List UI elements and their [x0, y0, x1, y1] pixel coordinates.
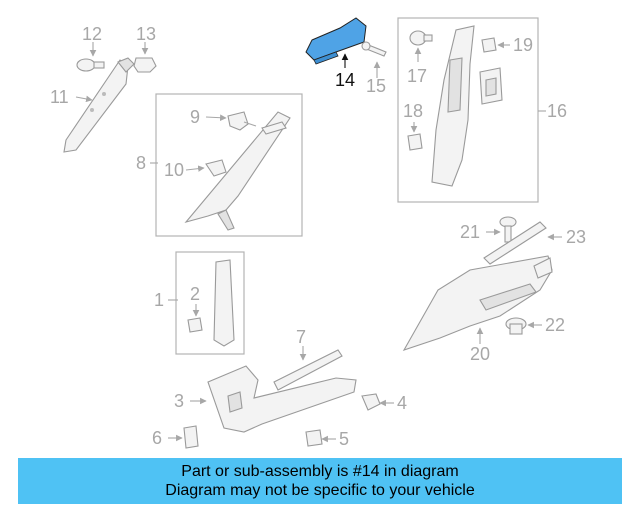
part-2-clip[interactable]	[187, 317, 203, 333]
callout-13: 13	[136, 24, 156, 44]
callout-2: 2	[190, 284, 200, 304]
part-6-pad[interactable]	[183, 425, 199, 449]
banner-line-1: Part or sub-assembly is #14 in diagram	[181, 463, 459, 480]
group-box-8	[155, 93, 303, 237]
group-box-16	[397, 17, 539, 203]
group-box-1	[175, 251, 245, 355]
callout-22: 22	[545, 315, 565, 335]
callout-8: 8	[136, 153, 146, 173]
callout-12: 12	[82, 24, 102, 44]
part-18-clip[interactable]	[407, 133, 423, 151]
callout-11: 11	[50, 87, 69, 107]
part-4-clip[interactable]	[361, 393, 381, 411]
callout-15: 15	[366, 76, 386, 96]
part-8-a-pillar-trim[interactable]	[184, 111, 291, 231]
callout-1: 1	[154, 290, 164, 310]
callout-23: 23	[566, 227, 586, 247]
info-banner: Part or sub-assembly is #14 in diagram D…	[18, 458, 622, 504]
part-22-nut[interactable]	[505, 317, 527, 335]
callout-7: 7	[296, 327, 306, 347]
callout-16: 16	[547, 101, 567, 121]
callout-3: 3	[174, 391, 184, 411]
callout-20: 20	[470, 344, 490, 364]
part-16-b-pillar-trim[interactable]	[431, 25, 503, 187]
part-12-screw[interactable]	[76, 58, 105, 72]
callout-21: 21	[460, 222, 480, 242]
callout-10: 10	[164, 160, 184, 180]
part-11-trim[interactable]	[63, 57, 135, 153]
banner-line-2: Diagram may not be specific to your vehi…	[165, 482, 475, 499]
part-1-trim[interactable]	[213, 259, 235, 347]
part-17-screw[interactable]	[409, 30, 433, 46]
callout-4: 4	[397, 393, 407, 413]
part-14-highlighted[interactable]	[305, 17, 367, 65]
callout-14: 14	[335, 70, 355, 90]
callout-18: 18	[403, 101, 423, 121]
part-20-rear-trim[interactable]	[402, 255, 553, 351]
callout-9: 9	[190, 107, 200, 127]
part-23-strip[interactable]	[483, 221, 547, 265]
part-19-plug[interactable]	[481, 37, 497, 53]
part-21-bolt[interactable]	[499, 216, 517, 243]
callout-6: 6	[152, 428, 162, 448]
part-10-clip[interactable]	[205, 159, 227, 177]
part-7-strip[interactable]	[273, 349, 343, 391]
callout-19: 19	[513, 35, 533, 55]
part-9-clip[interactable]	[227, 111, 257, 131]
part-13-clip[interactable]	[133, 57, 157, 73]
part-15-pin[interactable]	[361, 41, 387, 57]
part-3-sill-trim[interactable]	[207, 365, 357, 433]
callout-5: 5	[339, 429, 349, 449]
part-5-clip[interactable]	[305, 429, 323, 447]
callout-17: 17	[407, 66, 427, 86]
